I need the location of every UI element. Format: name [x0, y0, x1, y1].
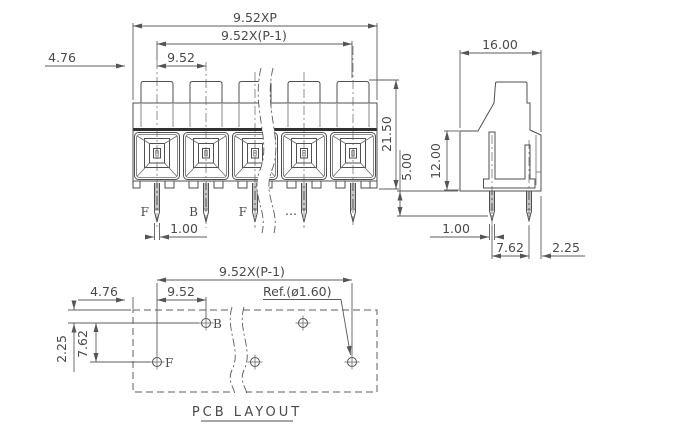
front-pin-labels: F B F ... — [141, 203, 297, 219]
side-view: 16.00 12.00 5.00 1.00 7.62 2.25 — [397, 37, 585, 259]
pcb-break-line — [229, 306, 248, 396]
pcb-hole-ref: Ref.(ø1.60) — [263, 284, 332, 299]
pcb-holes: B F — [149, 315, 360, 370]
dim-front-half-pitch: 4.76 — [48, 50, 76, 65]
front-terminal-cells — [134, 132, 376, 180]
dim-side-back-offset: 2.25 — [552, 240, 580, 255]
dim-side-depth: 16.00 — [482, 37, 518, 52]
dim-pcb-row-spacing: 7.62 — [75, 330, 90, 358]
pcb-hole-label-f: F — [165, 356, 173, 370]
dim-front-pin-width: 1.00 — [170, 221, 198, 236]
side-body-outline — [459, 81, 542, 192]
front-housing-outline — [132, 81, 378, 182]
front-view: 9.52XP 9.52X(P-1) 4.76 9.52 21.50 1.00 F — [45, 10, 399, 240]
pin-label-b: B — [189, 205, 198, 219]
pcb-dimensions: 9.52X(P-1) 4.76 9.52 Ref.(ø1.60) 2.25 7.… — [54, 264, 353, 372]
pcb-layout-view: B F 9.52X(P-1) 4.76 9.52 Ref.(ø1.60) 2.2… — [54, 264, 378, 422]
front-dimensions: 9.52XP 9.52X(P-1) 4.76 9.52 21.50 1.00 — [45, 10, 399, 240]
pcb-caption: PCB LAYOUT — [192, 405, 302, 422]
dim-side-pin-width: 1.00 — [442, 221, 470, 236]
dim-side-row-spacing: 7.62 — [496, 240, 524, 255]
dim-pcb-top-offset: 2.25 — [54, 335, 69, 363]
dim-pcb-pitch: 9.52 — [167, 284, 195, 299]
front-standoff-feet — [132, 180, 378, 189]
pcb-hole-label-b: B — [213, 317, 222, 331]
dim-side-pin-section: 5.00 — [399, 153, 414, 181]
pcb-body-outline — [132, 309, 378, 393]
dim-front-total-pitch: 9.52XP — [233, 10, 277, 25]
pin-label-f2: F — [239, 205, 247, 219]
dim-pcb-span: 9.52X(P-1) — [219, 264, 285, 279]
dim-side-body-height: 12.00 — [428, 143, 443, 179]
side-solder-pins — [489, 190, 532, 222]
dim-front-pitch: 9.52 — [167, 50, 195, 65]
front-break-line — [256, 67, 277, 234]
dim-pcb-half-pitch: 4.76 — [90, 284, 118, 299]
dim-front-span: 9.52X(P-1) — [221, 28, 287, 43]
pin-label-f1: F — [141, 205, 149, 219]
pin-label-ellipsis: ... — [285, 203, 297, 218]
side-dimensions: 16.00 12.00 5.00 1.00 7.62 2.25 — [397, 37, 585, 259]
dim-front-height: 21.50 — [379, 116, 394, 152]
pcb-caption-text: PCB LAYOUT — [192, 405, 302, 420]
